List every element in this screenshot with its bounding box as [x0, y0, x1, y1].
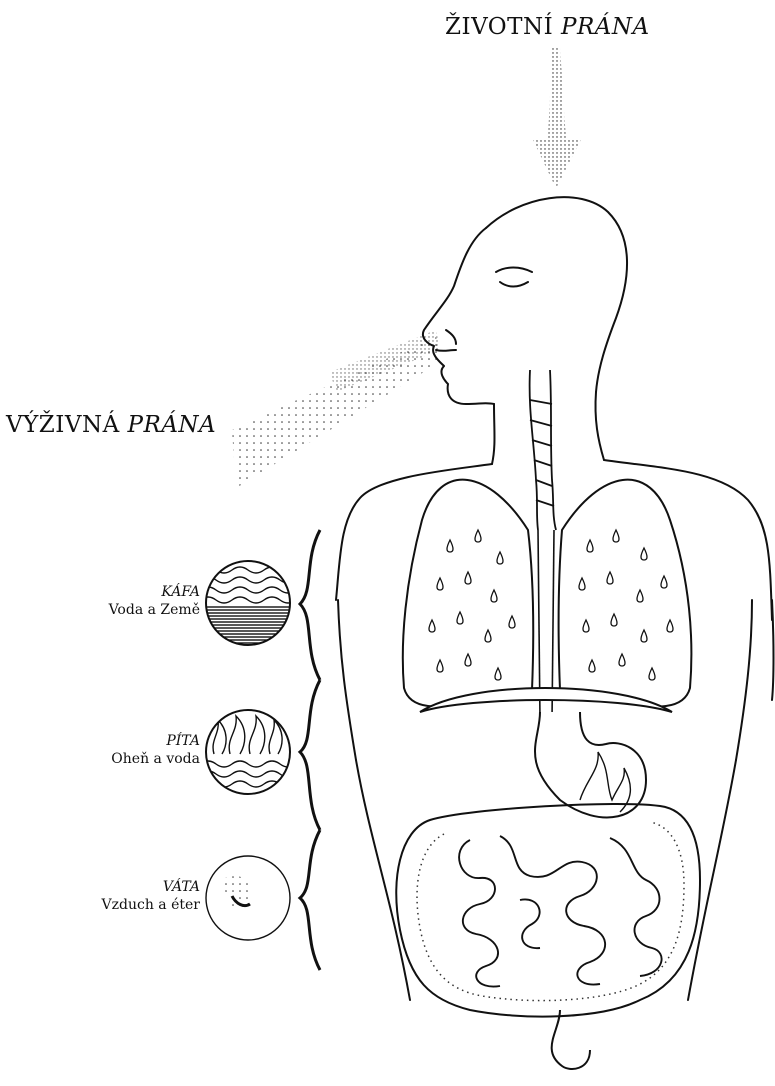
lungs	[403, 480, 692, 707]
stomach	[535, 712, 646, 817]
brace-kafa	[300, 530, 320, 680]
large-intestine	[396, 804, 700, 1069]
dosha-braces	[300, 530, 320, 970]
left-lung	[403, 480, 533, 707]
nutritive-prana-stream	[232, 330, 440, 488]
right-lung	[559, 480, 692, 707]
small-intestine	[459, 836, 662, 987]
body-outline	[336, 197, 774, 1000]
dosha-icon-kafa	[200, 561, 296, 648]
brace-pita	[300, 680, 320, 830]
trachea	[530, 370, 556, 530]
vital-prana-arrow	[532, 48, 582, 188]
dosha-icon-pita	[200, 706, 296, 802]
brace-vata	[300, 830, 320, 970]
dosha-icon-vata	[200, 852, 296, 948]
